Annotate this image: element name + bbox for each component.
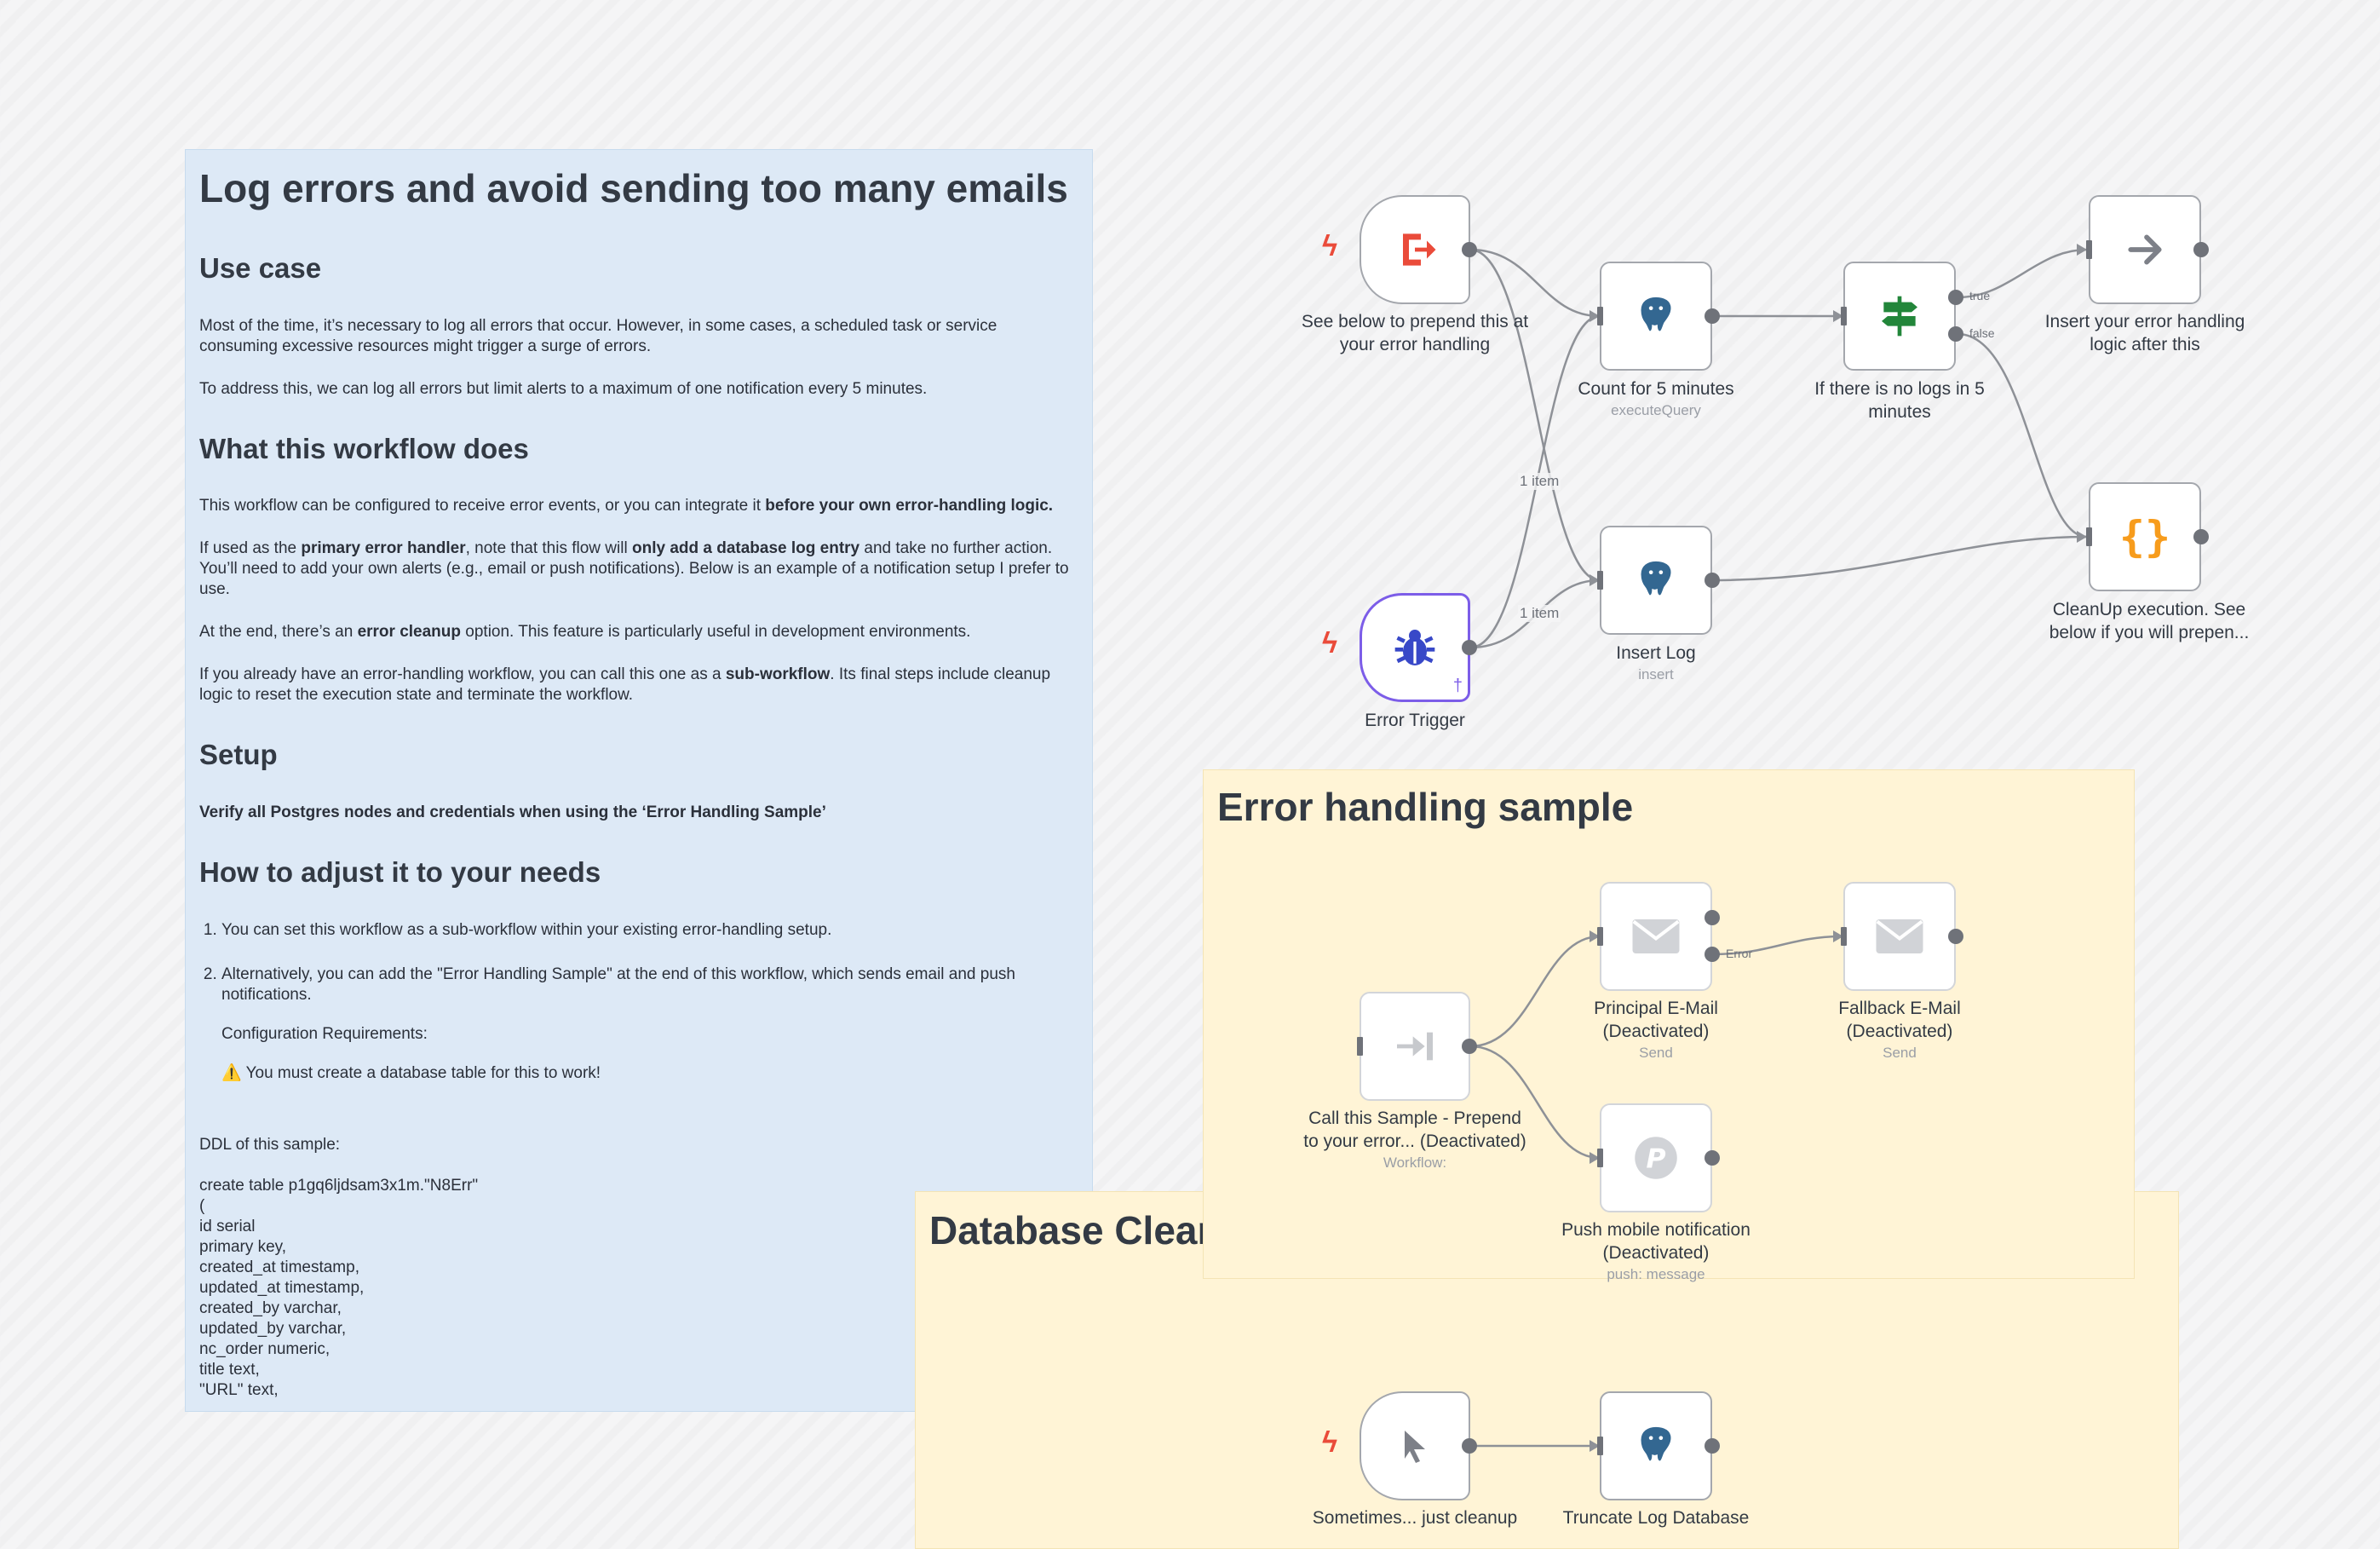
node-label: CleanUp execution. See below if you will…	[2049, 600, 2250, 642]
node-label: See below to prepend this at your error …	[1301, 312, 1529, 354]
items-label: 1 item	[1518, 605, 1561, 622]
ddl-code: create table p1gq6ljdsam3x1m."N8Err" ( i…	[199, 1176, 1078, 1401]
lightning-bolt-icon: ϟ	[1322, 230, 1337, 262]
ddl-line: nc_order numeric,	[199, 1339, 331, 1358]
ddl-line: updated_at timestamp,	[199, 1278, 365, 1297]
node-label: Truncate Log Database	[1562, 1508, 1750, 1528]
node-label: Call this Sample - Prepend to your error…	[1303, 1108, 1526, 1171]
ddl-label: DDL of this sample:	[199, 1135, 341, 1154]
postgres-elephant-icon	[1630, 555, 1682, 606]
false-branch-label: false	[1969, 326, 1995, 340]
node-insert-error-handling[interactable]	[2089, 195, 2201, 304]
lightning-bolt-icon: ϟ	[1322, 627, 1337, 659]
ddl-line: created_at timestamp,	[199, 1258, 359, 1276]
node-label: Sometimes... just cleanup	[1312, 1508, 1518, 1528]
signpost-icon	[1874, 291, 1925, 342]
does-heading: What this workflow does	[199, 432, 529, 464]
node-see-below[interactable]	[1360, 195, 1470, 304]
cleanup-note-title: Database Clear	[929, 1208, 1213, 1252]
edge-see-below-to-count	[1469, 248, 1601, 318]
sub-workflow-icon	[1389, 1021, 1440, 1072]
node-label: Fallback E-Mail (Deactivated)Send	[1838, 999, 1961, 1061]
does-paragraph-4: If you already have an error-handling wo…	[199, 665, 1051, 705]
config-requirements: Configuration Requirements:	[221, 1024, 428, 1043]
ddl-line: create table p1gq6ljdsam3x1m."N8Err"	[199, 1176, 479, 1195]
true-branch-label: true	[1969, 289, 1991, 302]
does-paragraph-3: At the end, there’s an error cleanup opt…	[199, 623, 971, 642]
arrow-right-icon	[2119, 224, 2170, 275]
node-insert-log[interactable]	[1600, 526, 1712, 635]
bug-icon	[1389, 622, 1440, 673]
ddl-line: created_by varchar,	[199, 1299, 342, 1317]
sign-out-icon	[1389, 224, 1440, 275]
node-label: If there is no logs in 5 minutes	[1814, 379, 1985, 422]
pushover-icon: P	[1630, 1132, 1682, 1183]
svg-text:P: P	[1646, 1143, 1665, 1174]
setup-heading: Setup	[199, 739, 278, 771]
pin-icon: †	[1452, 677, 1463, 695]
warning-text: ⚠️ You must create a database table for …	[221, 1063, 601, 1082]
ddl-line: title text,	[199, 1360, 260, 1379]
node-call-sample[interactable]	[1360, 992, 1470, 1101]
ddl-line: id serial	[199, 1217, 256, 1235]
lightning-bolt-icon: ϟ	[1322, 1426, 1337, 1459]
error-branch-label: Error	[1726, 947, 1753, 960]
braces-icon: {}	[2118, 512, 2171, 561]
postgres-elephant-icon	[1630, 1420, 1682, 1471]
sample-note-title: Error handling sample	[1217, 785, 1634, 829]
node-label: Error Trigger	[1365, 711, 1465, 730]
node-label: Push mobile notification (Deactivated)pu…	[1561, 1220, 1751, 1282]
does-paragraph-2: If used as the primary error handler, no…	[199, 539, 1069, 599]
node-fallback-email[interactable]	[1843, 882, 1956, 991]
node-label: Insert your error handling logic after t…	[2044, 312, 2245, 354]
node-if-no-logs[interactable]	[1843, 262, 1956, 371]
envelope-icon	[1874, 911, 1925, 962]
setup-paragraph: Verify all Postgres nodes and credential…	[199, 803, 826, 821]
node-principal-email[interactable]	[1600, 882, 1712, 991]
use-case-heading: Use case	[199, 252, 322, 285]
adjust-heading: How to adjust it to your needs	[199, 855, 601, 888]
edge-if-false-to-cleanup	[1957, 332, 2088, 538]
items-label: 1 item	[1518, 473, 1561, 490]
node-push-notification[interactable]: P	[1600, 1103, 1712, 1212]
ddl-line: (	[199, 1196, 205, 1215]
node-manual-cleanup[interactable]	[1360, 1391, 1470, 1500]
note-title: Log errors and avoid sending too many em…	[199, 166, 1068, 210]
ddl-line: primary key,	[199, 1237, 287, 1256]
use-case-paragraph-2: To address this, we can log all errors b…	[199, 379, 928, 398]
node-cleanup-execution[interactable]: {}	[2089, 482, 2201, 591]
postgres-elephant-icon	[1630, 291, 1682, 342]
cursor-icon	[1389, 1420, 1440, 1471]
list-item: Alternatively, you can add the "Error Ha…	[221, 965, 1078, 1084]
use-case-paragraph-1: Most of the time, it’s necessary to log …	[199, 316, 997, 355]
ddl-line: updated_by varchar,	[199, 1319, 347, 1338]
sticky-note-main[interactable]: Log errors and avoid sending too many em…	[185, 149, 1093, 1412]
adjust-list: You can set this workflow as a sub-workf…	[199, 920, 1078, 1084]
list-item: You can set this workflow as a sub-workf…	[221, 920, 1078, 941]
ddl-line: "URL" text,	[199, 1380, 279, 1399]
does-paragraph-1: This workflow can be configured to recei…	[199, 497, 1054, 515]
envelope-icon	[1630, 911, 1682, 962]
node-truncate-log[interactable]	[1600, 1391, 1712, 1500]
node-error-trigger[interactable]: †	[1360, 593, 1470, 702]
node-label: Principal E-Mail (Deactivated)Send	[1594, 999, 1718, 1061]
node-count-5-minutes[interactable]	[1600, 262, 1712, 371]
edge-insert-to-cleanup	[1711, 535, 2088, 582]
